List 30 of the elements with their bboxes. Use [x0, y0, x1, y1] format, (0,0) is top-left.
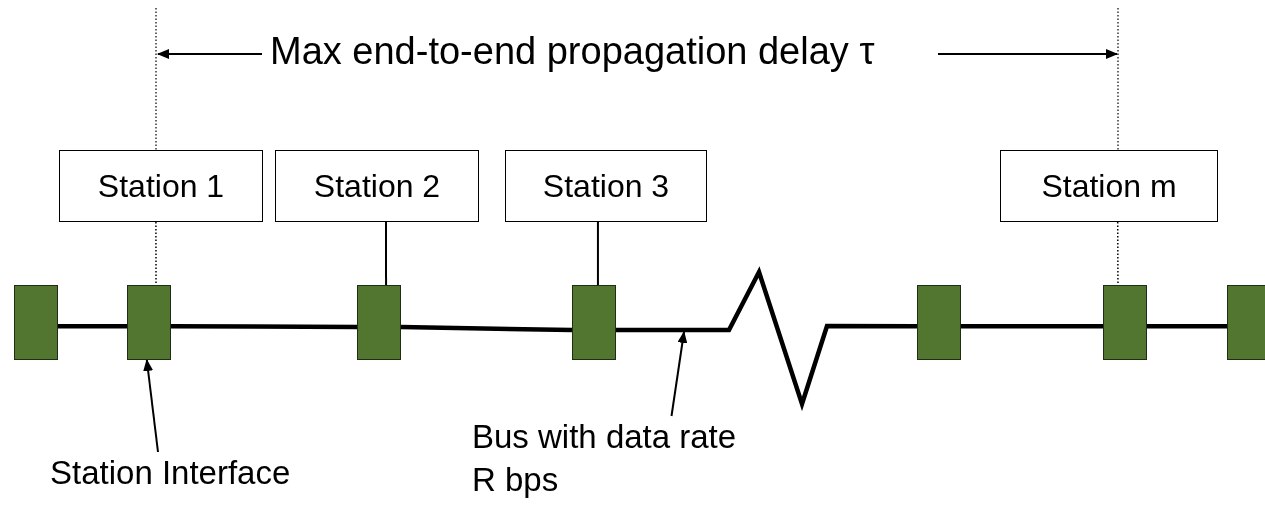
bus-line	[58, 324, 127, 329]
station-label: Station m	[1041, 167, 1177, 205]
bus-line	[171, 324, 357, 330]
callout-text: Bus with data rate R bps	[472, 416, 757, 506]
dimension-label: Max end-to-end propagation delay τ	[270, 30, 875, 73]
station-box	[505, 150, 707, 222]
leader-line	[143, 359, 159, 453]
station-interface-block	[572, 285, 616, 360]
bus-line	[1147, 324, 1227, 329]
station-interface-block	[357, 285, 401, 360]
callout-text: Station Interface	[50, 452, 350, 497]
station-interface-block	[1103, 285, 1147, 360]
station-label: Station 3	[542, 167, 670, 205]
station-interface-block	[127, 285, 171, 360]
connector-line	[1116, 221, 1119, 286]
station-interface-block	[917, 285, 961, 360]
station-box	[275, 150, 479, 222]
station-interface-block	[1227, 285, 1265, 360]
station-box	[59, 150, 263, 222]
connector-line	[155, 221, 157, 286]
leader-line	[670, 331, 688, 417]
connector-line	[596, 221, 599, 286]
bus-line	[961, 324, 1103, 329]
bus-line	[400, 324, 573, 333]
station-label: Station 2	[313, 167, 441, 205]
station-box	[1000, 150, 1218, 222]
station-label: Station 1	[97, 167, 225, 205]
station-interface-block	[14, 285, 58, 360]
connector-line	[385, 221, 388, 286]
bus-line	[616, 266, 917, 412]
